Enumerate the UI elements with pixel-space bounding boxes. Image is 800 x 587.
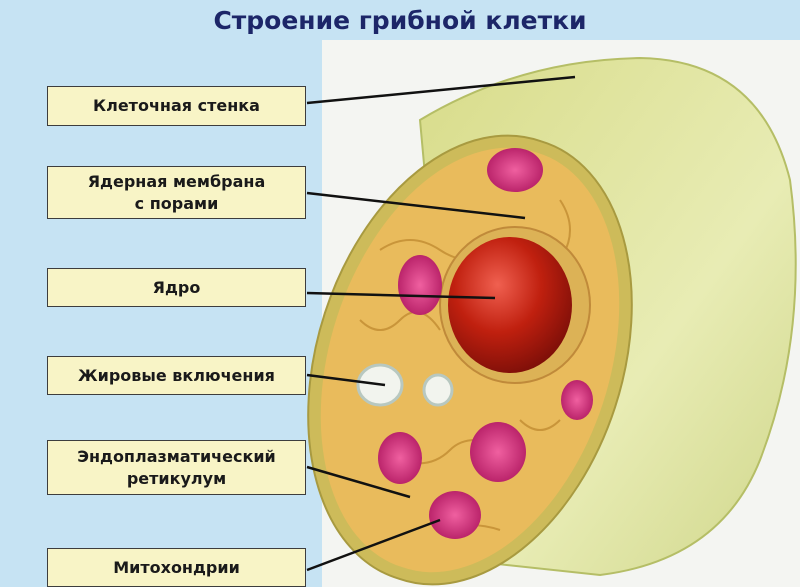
label-text: Ядерная мембрана — [87, 171, 266, 191]
label-text: Эндоплазматический — [77, 446, 276, 466]
pointer-lines — [306, 75, 576, 572]
label-text: ретикулум — [126, 468, 227, 488]
fat-inclusion — [422, 373, 454, 407]
mitochondrion — [487, 148, 543, 192]
label-nucleus: Ядро — [47, 268, 306, 307]
label-text: Жировые включения — [78, 365, 275, 385]
label-text: Митохондрии — [113, 557, 240, 577]
label-text: Ядро — [152, 277, 201, 297]
label-text: Клеточная стенка — [93, 96, 260, 116]
mitochondrion — [378, 432, 422, 484]
mitochondrion — [470, 422, 526, 482]
label-cell-wall: Клеточная стенка — [47, 86, 306, 126]
label-mitochondria: Митохондрии — [47, 548, 306, 587]
page-title: Строение грибной клетки — [213, 6, 587, 35]
mitochondrion — [398, 255, 442, 315]
mitochondrion — [429, 491, 481, 539]
nucleus — [448, 237, 572, 373]
label-fat-inclusions: Жировые включения — [47, 356, 306, 395]
mitochondrion — [561, 380, 593, 420]
label-text: с порами — [134, 193, 219, 213]
